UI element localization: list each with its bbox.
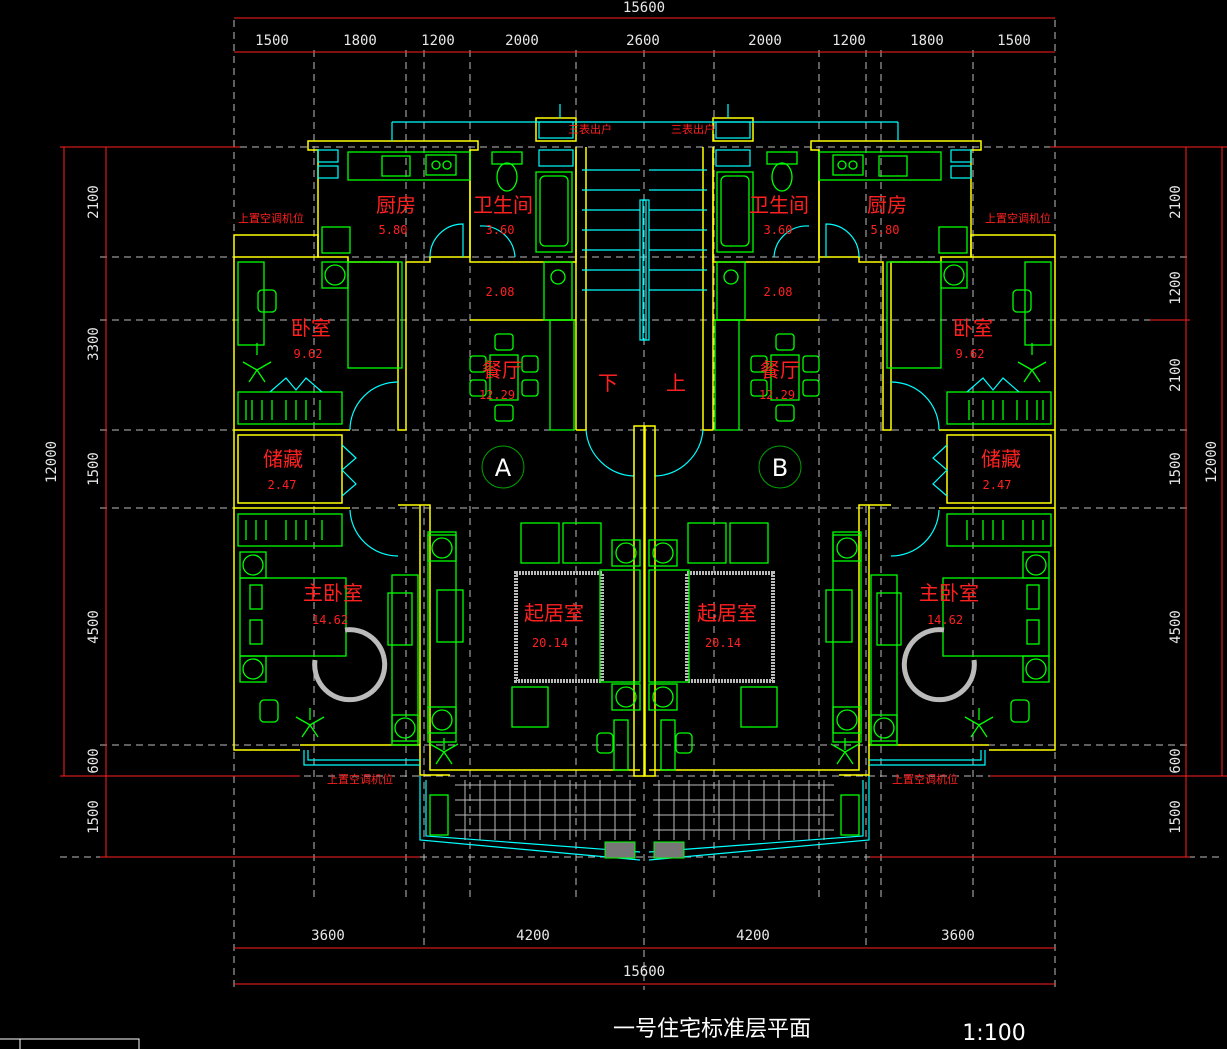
title-block-corner — [0, 1038, 140, 1049]
dim-right-3: 2100 — [1168, 358, 1184, 392]
dim-left-2: 3300 — [86, 327, 102, 361]
dim-top-6: 2000 — [748, 33, 782, 49]
washroom-area: 2.08 — [486, 285, 515, 299]
unit-a-geometry — [233, 117, 647, 861]
dimension-lines — [60, 17, 1227, 985]
dim-top: 1500 1800 1200 2000 2600 2000 1200 1800 … — [255, 33, 1031, 49]
dim-left-4: 4500 — [86, 610, 102, 644]
dining-label: 餐厅 — [482, 358, 522, 382]
axis-label-a: A — [495, 454, 512, 482]
dining-area: 12.29 — [479, 388, 515, 402]
living-area: 20.14 — [705, 636, 741, 650]
storage-label: 储藏 — [263, 447, 303, 471]
drawing-title: 一号住宅标准层平面 — [613, 1017, 811, 1042]
dim-top-total: 15600 — [623, 0, 665, 16]
dim-top-9: 1500 — [997, 33, 1031, 49]
stair-down-label: 下 — [598, 371, 618, 395]
storage-label: 储藏 — [981, 447, 1021, 471]
dim-left-6: 1500 — [86, 800, 102, 834]
dim-bottom: 3600 4200 4200 3600 15600 — [311, 928, 975, 980]
ac-label-top: 上置空调机位 — [238, 211, 304, 225]
axis-circle-b — [758, 445, 802, 489]
dim-left-5: 600 — [86, 748, 102, 773]
dim-bottom-4: 3600 — [941, 928, 975, 944]
dim-top-2: 1800 — [343, 33, 377, 49]
dim-right-2: 1200 — [1168, 271, 1184, 305]
washroom-area: 2.08 — [764, 285, 793, 299]
storage-area: 2.47 — [268, 478, 297, 492]
dim-right-7: 1500 — [1168, 800, 1184, 834]
living-label: 起居室 — [524, 601, 584, 625]
meter-label: 三表出户 — [568, 122, 612, 136]
meter-label: 三表出户 — [671, 122, 715, 136]
dim-left-3: 1500 — [86, 452, 102, 486]
living-label: 起居室 — [697, 601, 757, 625]
unit-a-labels: 厨房 5.80 卫生间 3.60 2.08 卧室 9.62 餐厅 12.29 储… — [238, 122, 612, 786]
dim-top-4: 2000 — [505, 33, 539, 49]
kitchen-area: 5.80 — [379, 223, 408, 237]
storage-area: 2.47 — [983, 478, 1012, 492]
dining-area: 12.29 — [759, 388, 795, 402]
unit-b-labels: 厨房 5.80 卫生间 3.60 2.08 卧室 9.62 餐厅 12.29 储… — [671, 122, 1051, 786]
dim-right-5: 4500 — [1168, 610, 1184, 644]
bedroom-area: 9.62 — [956, 347, 985, 361]
stair-up-label: 上 — [666, 371, 686, 395]
dim-top-1: 1500 — [255, 33, 289, 49]
master-bedroom-area: 14.62 — [312, 613, 348, 627]
dim-left: 2100 3300 1500 4500 600 1500 12000 — [44, 185, 102, 834]
dim-top-8: 1800 — [910, 33, 944, 49]
bathroom-label: 卫生间 — [749, 193, 809, 217]
dim-right-4: 1500 — [1168, 452, 1184, 486]
dim-top-5: 2600 — [626, 33, 660, 49]
dim-right-6: 600 — [1168, 748, 1184, 773]
kitchen-area: 5.80 — [871, 223, 900, 237]
kitchen-label: 厨房 — [867, 193, 907, 217]
master-bedroom-label: 主卧室 — [919, 581, 979, 605]
living-area: 20.14 — [532, 636, 568, 650]
dim-right-total: 12000 — [1204, 441, 1220, 483]
dim-bottom-total: 15600 — [623, 964, 665, 980]
axis-label-b: B — [772, 454, 788, 482]
bedroom-label: 卧室 — [291, 316, 331, 340]
bathroom-area: 3.60 — [486, 223, 515, 237]
dim-left-total: 12000 — [44, 441, 60, 483]
bedroom-label: 卧室 — [953, 316, 993, 340]
dim-bottom-2: 4200 — [516, 928, 550, 944]
dim-top-7: 1200 — [832, 33, 866, 49]
ac-label-top: 上置空调机位 — [985, 211, 1051, 225]
ac-label-bottom: 上置空调机位 — [327, 772, 393, 786]
drawing-scale: 1:100 — [962, 1021, 1025, 1046]
axis-circle-a — [481, 445, 525, 489]
ac-label-bottom: 上置空调机位 — [892, 772, 958, 786]
dim-left-1: 2100 — [86, 185, 102, 219]
dining-label: 餐厅 — [760, 358, 800, 382]
kitchen-label: 厨房 — [376, 193, 416, 217]
bathroom-area: 3.60 — [764, 223, 793, 237]
dim-bottom-1: 3600 — [311, 928, 345, 944]
north-facade — [391, 104, 899, 141]
bathroom-label: 卫生间 — [473, 193, 533, 217]
master-bedroom-label: 主卧室 — [303, 581, 363, 605]
dim-right: 2100 1200 2100 1500 4500 600 1500 12000 — [1168, 185, 1220, 834]
dim-top-3: 1200 — [421, 33, 455, 49]
dim-bottom-3: 4200 — [736, 928, 770, 944]
dim-right-1: 2100 — [1168, 185, 1184, 219]
bedroom-area: 9.62 — [294, 347, 323, 361]
master-bedroom-area: 14.62 — [927, 613, 963, 627]
